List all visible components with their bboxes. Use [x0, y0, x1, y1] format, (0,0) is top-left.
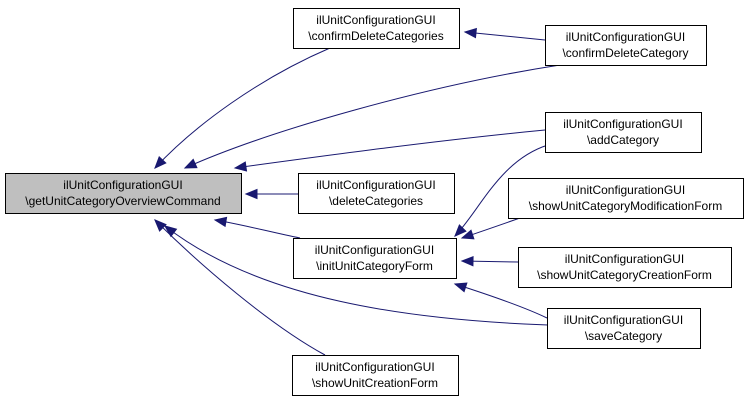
edge-saveCategory-to-initUnitCategoryForm [453, 282, 548, 319]
node-class-label: ilUnitConfigurationGUI [315, 243, 434, 257]
edge-showUnitCategoryModificationForm-to-initUnitCategoryForm [460, 217, 521, 240]
node-box [298, 173, 455, 214]
node-class-label: ilUnitConfigurationGUI [564, 313, 683, 327]
nodes-layer: ilUnitConfigurationGUI \getUnitCategoryOv… [5, 8, 744, 396]
edges-layer [154, 27, 561, 356]
node-box [292, 355, 459, 396]
arrowhead [154, 156, 167, 169]
node-method-label: \confirmDeleteCategory [562, 46, 688, 60]
node-box [547, 308, 701, 349]
arrowhead [154, 219, 167, 232]
node-method-label: \showUnitCategoryModificationForm [529, 199, 722, 213]
node-class-label: ilUnitConfigurationGUI [563, 117, 682, 131]
node-box [545, 25, 707, 66]
arrowhead [233, 161, 248, 172]
node-method-label: \getUnitCategoryOverviewCommand [25, 194, 220, 208]
edge-line [454, 283, 548, 319]
edge-initUnitCategoryForm-to-root [213, 216, 301, 239]
edge-line [214, 219, 301, 239]
node-showUnitCategoryModificationForm[interactable]: ilUnitConfigurationGUI \showUnitCategoryM… [508, 178, 744, 219]
edge-confirmDeleteCategories-to-root [154, 47, 331, 169]
node-deleteCategories[interactable]: ilUnitConfigurationGUI \deleteCategories [298, 173, 455, 214]
node-class-label: ilUnitConfigurationGUI [566, 30, 685, 44]
arrowhead [460, 255, 474, 267]
node-method-label: \initUnitCategoryForm [316, 259, 433, 273]
node-method-label: \addCategory [587, 133, 659, 147]
node-method-label: \saveCategory [585, 329, 662, 343]
arrowhead [213, 216, 228, 228]
node-confirmDeleteCategories[interactable]: ilUnitConfigurationGUI \confirmDeleteCate… [293, 8, 460, 49]
edge-addCategory-to-initUnitCategoryForm [454, 144, 549, 237]
edge-addCategory-to-root [233, 129, 546, 172]
node-method-label: \deleteCategories [329, 194, 423, 208]
edge-confirmDeleteCategory-to-root [183, 64, 561, 169]
arrowhead [453, 282, 468, 293]
node-box [518, 247, 732, 288]
node-addCategory[interactable]: ilUnitConfigurationGUI \addCategory [545, 112, 702, 153]
arrowhead [183, 158, 198, 169]
arrowhead [460, 229, 475, 240]
edge-showUnitCreationForm-to-root [154, 219, 326, 356]
edge-saveCategory-to-root [163, 225, 549, 326]
node-showUnitCategoryCreationForm[interactable]: ilUnitConfigurationGUI \showUnitCategoryC… [518, 247, 732, 288]
node-root[interactable]: ilUnitConfigurationGUI \getUnitCategoryOv… [5, 173, 242, 214]
edge-line [184, 64, 561, 169]
node-class-label: ilUnitConfigurationGUI [565, 252, 684, 266]
node-box [508, 178, 744, 219]
node-initUnitCategoryForm[interactable]: ilUnitConfigurationGUI \initUnitCategoryF… [293, 238, 457, 279]
node-class-label: ilUnitConfigurationGUI [63, 178, 182, 192]
node-confirmDeleteCategory[interactable]: ilUnitConfigurationGUI \confirmDeleteCate… [545, 25, 707, 66]
edge-line [154, 47, 331, 169]
node-box [293, 8, 460, 49]
node-method-label: \showUnitCategoryCreationForm [537, 268, 712, 282]
edge-line [234, 129, 546, 169]
node-box [545, 112, 702, 153]
node-class-label: ilUnitConfigurationGUI [316, 13, 435, 27]
node-class-label: ilUnitConfigurationGUI [566, 183, 685, 197]
edge-line [454, 144, 549, 237]
edge-line [154, 219, 326, 356]
arrowhead [463, 27, 477, 39]
node-method-label: \confirmDeleteCategories [308, 29, 443, 43]
node-class-label: ilUnitConfigurationGUI [316, 178, 435, 192]
node-box [293, 238, 457, 279]
edge-confirmDeleteCategory-to-confirmDeleteCategories [463, 27, 546, 41]
node-class-label: ilUnitConfigurationGUI [315, 360, 434, 374]
edge-deleteCategories-to-root [244, 188, 298, 200]
arrowhead [163, 225, 178, 238]
node-showUnitCreationForm[interactable]: ilUnitConfigurationGUI \showUnitCreationF… [292, 355, 459, 396]
node-saveCategory[interactable]: ilUnitConfigurationGUI \saveCategory [547, 308, 701, 349]
edge-line [164, 225, 549, 326]
arrowhead [244, 188, 258, 200]
arrowhead [454, 224, 467, 237]
edge-showUnitCategoryCreationForm-to-initUnitCategoryForm [460, 255, 519, 267]
edge-line [464, 31, 546, 41]
node-box [5, 173, 242, 214]
node-method-label: \showUnitCreationForm [312, 376, 438, 390]
